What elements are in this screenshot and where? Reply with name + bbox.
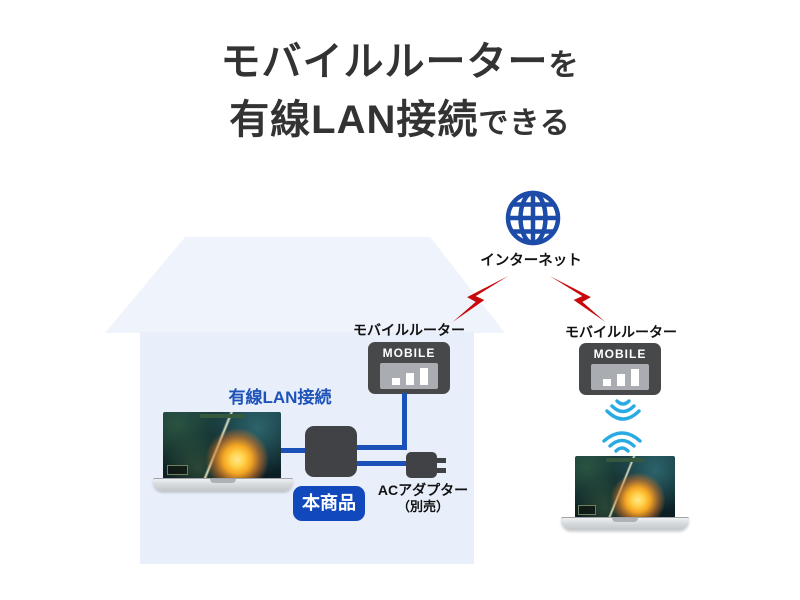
internet-globe-icon — [505, 190, 561, 246]
laptop-base — [153, 478, 293, 491]
adapter-prong-bottom — [436, 468, 446, 473]
adapter-prong-top — [436, 458, 446, 463]
page-title: モバイルルーターを 有線LAN接続できる — [0, 33, 800, 149]
laptop-notch — [612, 518, 638, 522]
signal-bar-1 — [392, 378, 400, 385]
ac-adapter-note: （別売） — [396, 499, 449, 514]
title-line2-suffix: できる — [478, 107, 571, 140]
wifi-up-icon — [602, 431, 642, 453]
game-minimap — [578, 504, 596, 515]
power-cable-adapter — [352, 461, 408, 466]
lan-cable-laptop — [262, 448, 308, 453]
signal-bar-1 — [603, 379, 611, 386]
laptop-screen — [575, 456, 675, 517]
signal-bar-2 — [617, 374, 625, 386]
router-display-text: MOBILE — [593, 347, 647, 361]
laptop-base — [561, 517, 689, 530]
game-screen — [575, 456, 675, 517]
game-screen — [163, 412, 281, 478]
router-screen — [380, 363, 438, 389]
lightning-right-icon — [549, 276, 606, 322]
mobile-router-label-outdoor: モバイルルーター — [565, 324, 677, 340]
mobile-router-label-indoor: モバイルルーター — [353, 322, 465, 338]
laptop-notch — [210, 479, 236, 483]
wired-lan-label: 有線LAN接続 — [228, 388, 332, 407]
title-line1-main: モバイルルーター — [220, 40, 549, 84]
game-hud-bar — [199, 414, 245, 418]
product-badge: 本商品 — [293, 486, 365, 521]
lan-cable-router-vertical — [402, 393, 407, 448]
router-display-text: MOBILE — [382, 346, 436, 360]
internet-label: インターネット — [480, 253, 582, 269]
game-hud-bar — [606, 458, 644, 462]
title-line-1: モバイルルーターを — [0, 33, 800, 91]
wifi-down-icon — [605, 399, 641, 421]
lightning-left-icon — [452, 276, 509, 322]
game-minimap — [166, 464, 188, 476]
signal-bar-3 — [631, 369, 639, 386]
lan-cable-router-horizontal — [352, 445, 407, 450]
mobile-router-device-indoor: MOBILE — [368, 342, 450, 394]
mobile-router-device-outdoor: MOBILE — [579, 343, 661, 395]
ac-adapter-label: ACアダプター — [377, 482, 469, 498]
signal-bar-3 — [420, 368, 428, 385]
laptop-screen — [163, 412, 281, 478]
title-line-2: 有線LAN接続できる — [0, 91, 800, 149]
title-line1-suffix: を — [548, 49, 580, 82]
title-line2-main: 有線LAN接続 — [229, 98, 479, 142]
product-box — [305, 426, 357, 477]
router-screen — [591, 364, 649, 390]
ac-adapter — [406, 452, 446, 478]
laptop-indoor — [153, 410, 293, 494]
laptop-outdoor — [561, 452, 689, 534]
signal-bar-2 — [406, 373, 414, 385]
house-roof — [105, 237, 505, 333]
